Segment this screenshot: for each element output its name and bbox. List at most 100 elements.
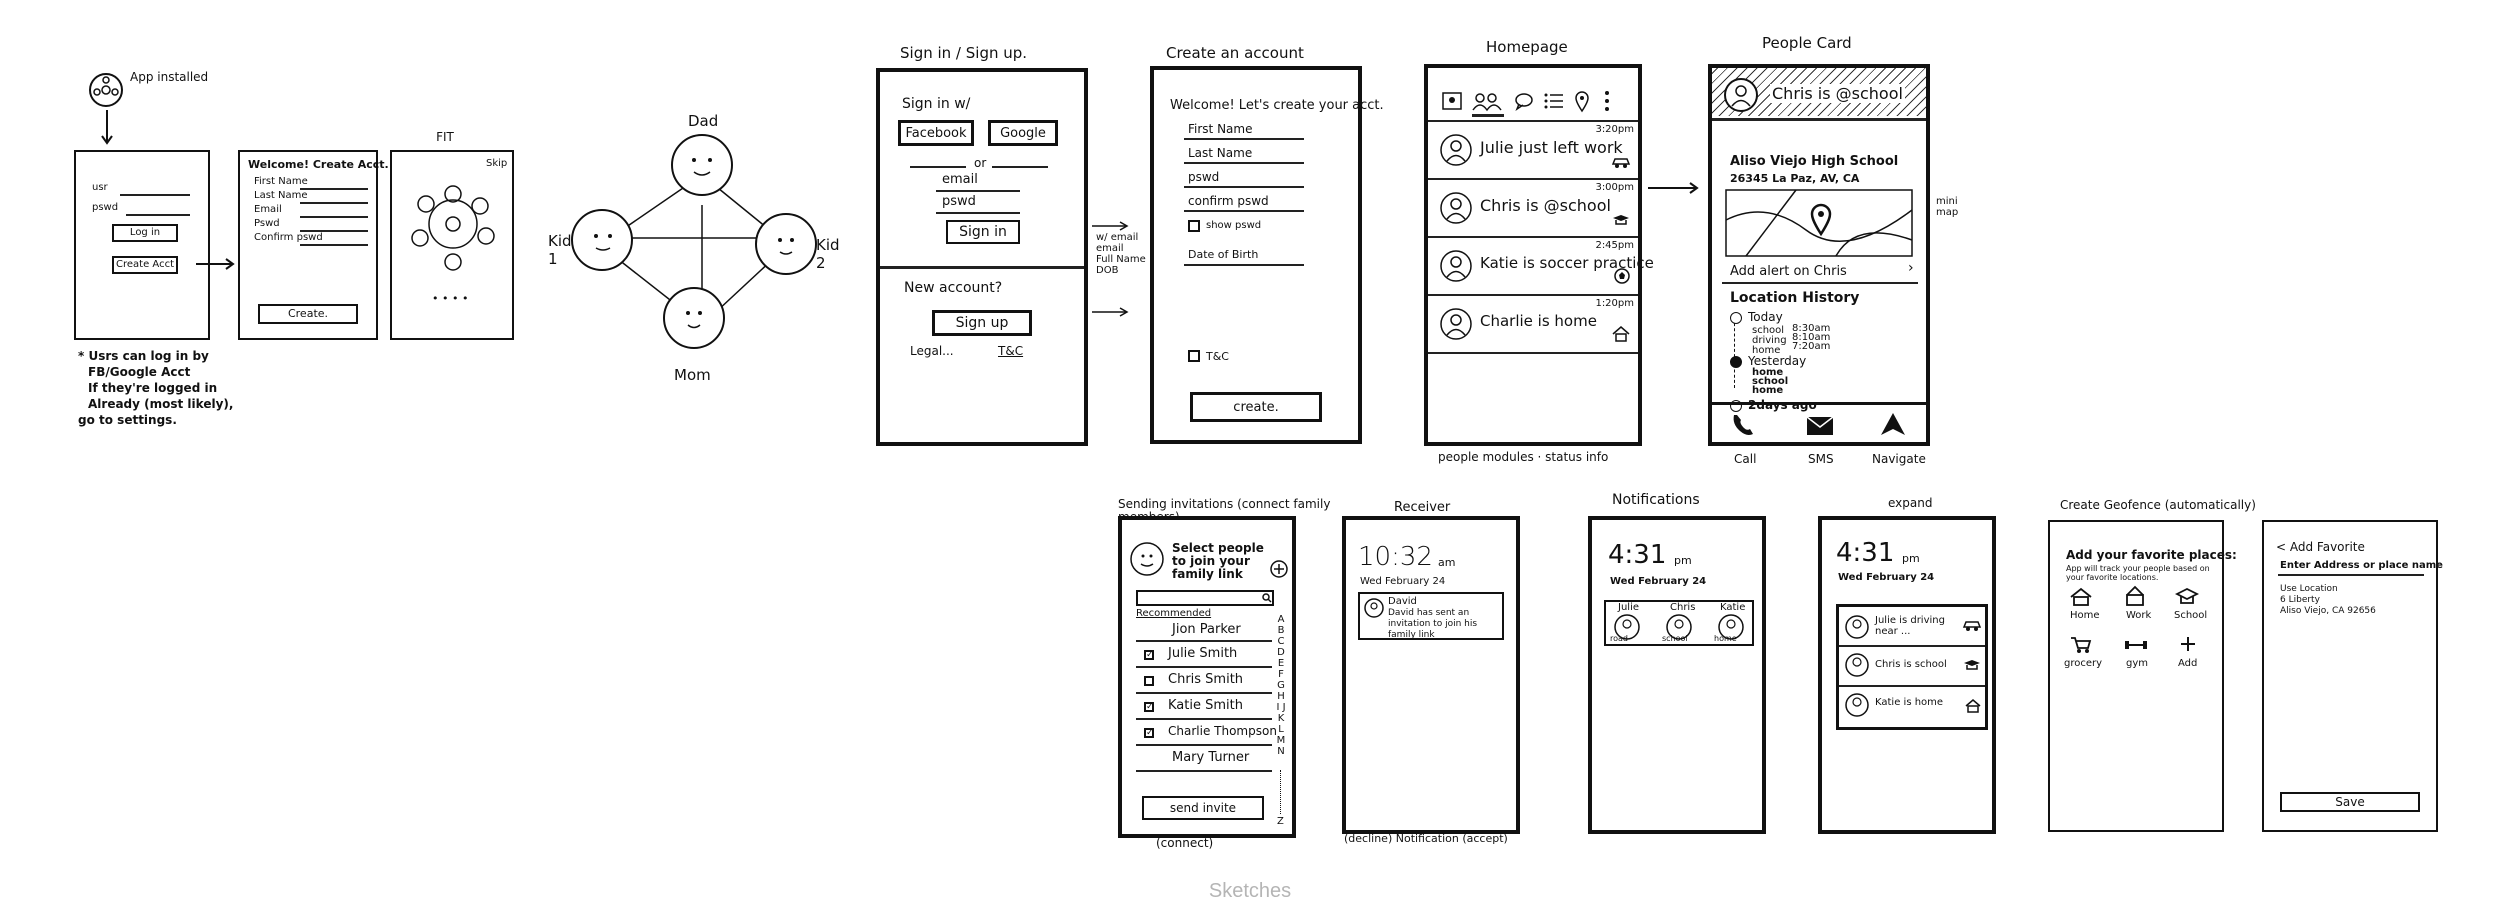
gym-icon[interactable] [2124, 638, 2148, 652]
add-alert-link[interactable]: Add alert on Chris [1730, 264, 1847, 279]
avatar [1666, 614, 1692, 640]
history-place: driving [1752, 335, 1787, 346]
legal-link[interactable]: Legal... [910, 344, 954, 358]
place-label: School [2174, 610, 2208, 621]
tc-link[interactable]: T&C [998, 344, 1024, 358]
people-card-screen: Chris is @school Aliso Viejo High School… [1708, 64, 1930, 446]
save-button[interactable]: Save [2280, 792, 2420, 812]
navigate-icon[interactable] [1880, 412, 1906, 436]
expanded-notification[interactable]: Julie is driving near ... Chris is schoo… [1836, 604, 1988, 730]
user-label: usr [92, 182, 108, 193]
search-icon[interactable] [1262, 593, 1272, 603]
card-header-content: Chris is @school [1712, 68, 1926, 120]
sms-label: SMS [1808, 452, 1834, 466]
pswd-field[interactable]: pswd [942, 194, 976, 209]
avatar [1440, 192, 1472, 224]
contact-name[interactable]: Jion Parker [1172, 622, 1241, 637]
contact-name[interactable]: Chris Smith [1168, 672, 1244, 687]
add-icon[interactable] [1270, 560, 1288, 578]
pswd-label: pswd [92, 202, 119, 213]
dob-field[interactable]: Date of Birth [1188, 248, 1259, 261]
confirm-pswd-field[interactable]: confirm pswd [1188, 194, 1269, 208]
facebook-button[interactable]: Facebook [898, 120, 974, 146]
invitations-caption: (connect) [1156, 836, 1214, 850]
people-icon[interactable] [1472, 92, 1502, 112]
search-input[interactable] [1136, 590, 1274, 606]
contact-checkbox[interactable]: ✓ [1144, 650, 1154, 660]
sign-in-button[interactable]: Sign in [946, 220, 1020, 244]
card-toolbar-divider [1708, 402, 1930, 405]
status-time: 3:00pm [1595, 182, 1634, 193]
address-input[interactable]: Enter Address or place name [2280, 560, 2443, 571]
school-name: Aliso Viejo High School [1730, 154, 1899, 169]
contact-name[interactable]: Mary Turner [1172, 750, 1250, 765]
create-acct-sketch: Welcome! Create Acct. First Name Last Na… [238, 150, 389, 340]
status-item[interactable]: 1:20pm Charlie is home [1428, 296, 1638, 352]
contact-checkbox[interactable] [1144, 676, 1154, 686]
address-suggestions[interactable]: Use Location 6 Liberty Aliso Viejo, CA 9… [2280, 584, 2376, 617]
send-invite-button[interactable]: send invite [1142, 796, 1264, 820]
avatar [1614, 614, 1640, 640]
invitation-notification[interactable]: David David has sent an invitation to jo… [1358, 592, 1504, 640]
grocery-icon[interactable] [2070, 636, 2092, 654]
avatar [1440, 134, 1472, 166]
lock-time: 10:32 [1358, 542, 1433, 572]
chevron-right-icon[interactable]: › [1908, 260, 1914, 276]
phone-icon[interactable] [1730, 412, 1756, 438]
email-field[interactable]: email [942, 172, 978, 187]
home-icon[interactable] [2070, 587, 2092, 606]
school-icon[interactable] [2174, 587, 2200, 606]
home-icon [1612, 326, 1630, 342]
sender-name: David [1388, 596, 1417, 607]
create-acct-button[interactable]: Create Acct [112, 256, 178, 274]
mini-map[interactable] [1725, 189, 1913, 257]
pager-dots: • • • • [432, 292, 469, 305]
sign-in-with-label: Sign in w/ [902, 96, 971, 112]
sign-up-button[interactable]: Sign up [932, 310, 1032, 336]
or-divider: or [974, 156, 987, 170]
app-icon [89, 73, 123, 107]
mail-icon[interactable] [1806, 416, 1834, 436]
status-item[interactable]: 3:00pm Chris is @school [1428, 180, 1638, 236]
expand-screen: 4:31 pm Wed February 24 Julie is driving… [1818, 516, 1996, 834]
location-pin-icon[interactable] [1574, 90, 1590, 113]
create-button[interactable]: create. [1190, 392, 1322, 422]
lock-date: Wed February 24 [1610, 576, 1707, 587]
create-button[interactable]: Create. [258, 304, 358, 324]
welcome-title: Welcome! Create Acct. [248, 158, 389, 171]
kid2-label: Kid 2 [816, 236, 840, 272]
person-status: home [1714, 634, 1737, 643]
more-vertical-icon[interactable] [1604, 90, 1610, 112]
show-pswd-checkbox[interactable] [1188, 220, 1200, 232]
chat-icon[interactable] [1514, 92, 1534, 111]
add-favorite-title[interactable]: < Add Favorite [2276, 540, 2365, 554]
status-item[interactable]: 2:45pm Katie is soccer practice [1428, 238, 1654, 294]
show-pswd-label: show pswd [1206, 220, 1262, 231]
last-name-field[interactable]: Last Name [1188, 146, 1253, 160]
soccer-ball-icon [1614, 268, 1630, 284]
map-icon[interactable] [1442, 92, 1462, 110]
work-icon[interactable] [2124, 585, 2146, 606]
status-text: Chris is @school [1480, 196, 1611, 215]
contact-name[interactable]: Julie Smith [1168, 646, 1238, 661]
skip-link[interactable]: Skip [486, 158, 508, 169]
contact-name[interactable]: Charlie Thompson [1168, 724, 1277, 738]
tc-checkbox[interactable] [1188, 350, 1200, 362]
summary-notification[interactable]: Julie Chris Katie road school home [1604, 600, 1754, 646]
login-button[interactable]: Log in [112, 224, 178, 242]
alphabet-index[interactable]: A B C D E F G H I J K L M N [1276, 614, 1286, 757]
lock-date: Wed February 24 [1360, 576, 1446, 587]
google-button[interactable]: Google [988, 120, 1058, 146]
contact-checkbox[interactable]: ✓ [1144, 728, 1154, 738]
add-icon[interactable] [2180, 636, 2196, 652]
history-day: 2days ago [1748, 398, 1817, 412]
contact-name[interactable]: Katie Smith [1168, 698, 1243, 713]
status-item[interactable]: 3:20pm Julie just left work [1428, 122, 1638, 178]
alphabet-z[interactable]: Z [1277, 816, 1284, 827]
pswd-field[interactable]: pswd [1188, 170, 1220, 184]
person-name: Julie [1618, 602, 1639, 613]
first-name-field[interactable]: First Name [1188, 122, 1253, 136]
contact-checkbox[interactable]: ✓ [1144, 702, 1154, 712]
mom-label: Mom [674, 366, 711, 384]
list-icon[interactable] [1544, 93, 1564, 109]
